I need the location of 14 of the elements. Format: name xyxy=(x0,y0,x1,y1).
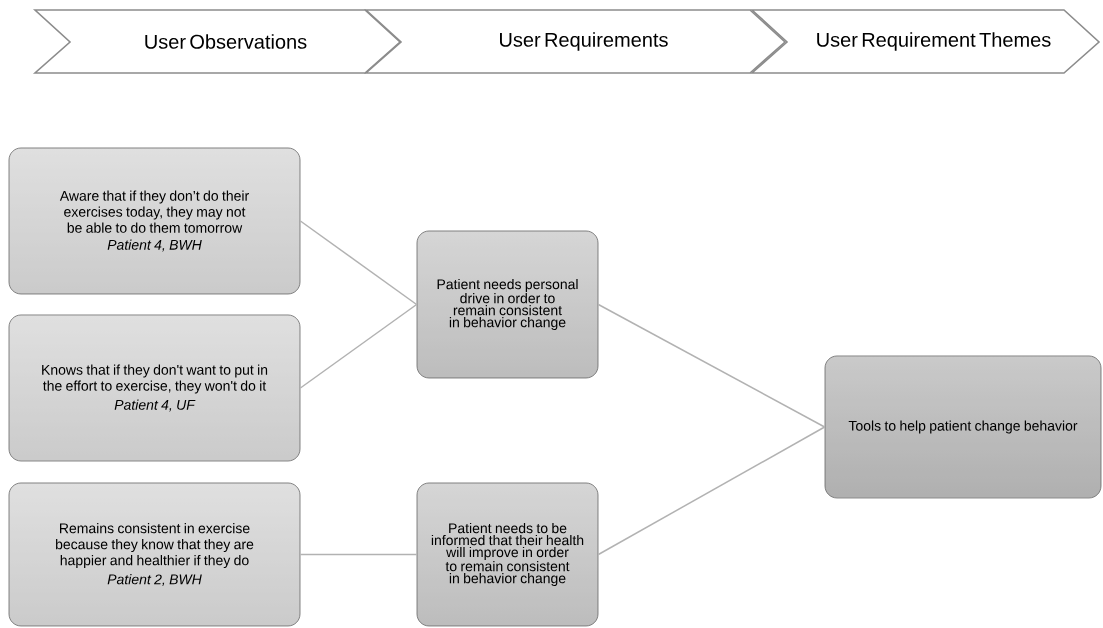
connector-line xyxy=(299,220,418,306)
chevron-step: User Requirement Themes xyxy=(749,9,1101,74)
rounded-box: Knows that if they don't want to put in the effort to exercise, they won't do it Patient 4, UF xyxy=(8,314,301,462)
connector-line xyxy=(299,303,418,389)
chevron-step: User Observations xyxy=(32,9,402,74)
connector-line xyxy=(299,553,418,556)
rounded-box: Patient needs to be informed that their health will improve in order to remain consistent in behavior change xyxy=(416,482,599,627)
rounded-box: Remains consistent in exercise because they know that they are happier and healthier if they do Patient 2, BWH xyxy=(8,482,301,627)
rounded-box: Aware that if they don’t do their exercises today, they may not be able to do them tomorrow Patient 4, BWH xyxy=(8,147,301,295)
rounded-box: Patient needs personal drive in order to remain consistent in behavior change xyxy=(416,230,599,379)
connector-line xyxy=(597,303,826,428)
chevron-step: User Requirements xyxy=(363,9,787,74)
rounded-box: Tools to help patient change behavior xyxy=(824,355,1102,499)
connector-line xyxy=(597,426,826,556)
